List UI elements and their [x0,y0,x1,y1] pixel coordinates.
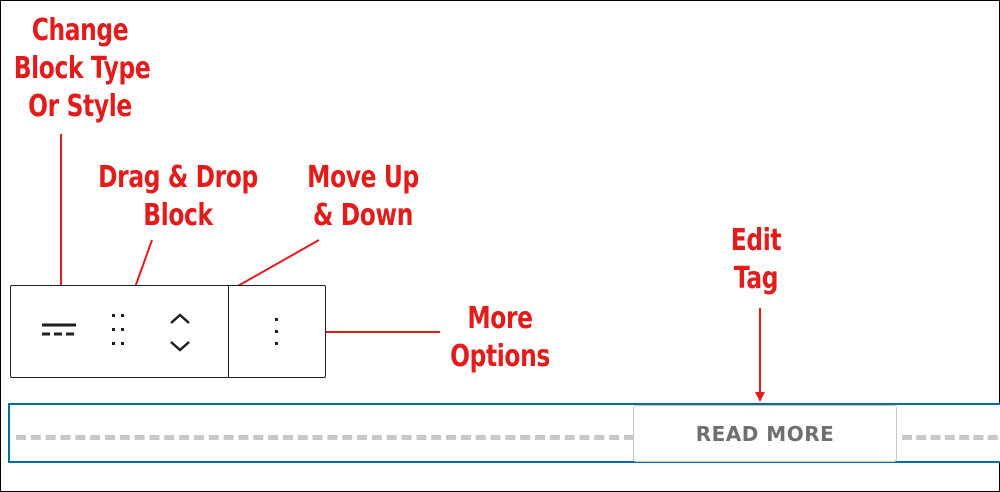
more-separator-right [902,435,1000,440]
drag-handle-button[interactable] [99,286,139,377]
annotation-line: Edit [730,223,782,258]
annotation-edit-tag: Edit Tag [717,222,795,298]
annotation-line: More [467,301,533,336]
chevron-up-icon [159,296,203,331]
annotation-line: Or Style [28,89,132,124]
annotation-line: Change [31,13,129,48]
annotation-line: Tag [733,261,779,296]
more-separator-left [16,435,634,440]
read-more-tag[interactable]: READ MORE [633,405,897,462]
vertical-ellipsis-icon [241,286,311,377]
more-options-button[interactable] [241,286,311,377]
move-down-button[interactable] [159,332,203,367]
annotation-more-options: More Options [445,300,554,376]
annotation-line: Block Type [13,51,151,86]
annotation-line: Move Up [307,160,419,195]
annotation-change-block-type: Change Block Type Or Style [13,12,151,126]
drag-handle-icon [99,286,139,377]
annotation-line: Drag & Drop [98,160,258,195]
toolbar-divider [228,286,229,377]
more-block-icon [29,286,89,377]
chevron-down-icon [159,332,203,367]
block-toolbar [10,285,326,378]
annotation-line: Options [450,339,550,374]
annotation-drag-drop: Drag & Drop Block [96,159,260,235]
annotation-line: & Down [312,198,413,233]
move-up-button[interactable] [159,296,203,331]
annotation-line: Block [143,198,213,233]
change-block-type-button[interactable] [29,286,89,377]
annotation-move: Move Up & Down [297,159,430,235]
